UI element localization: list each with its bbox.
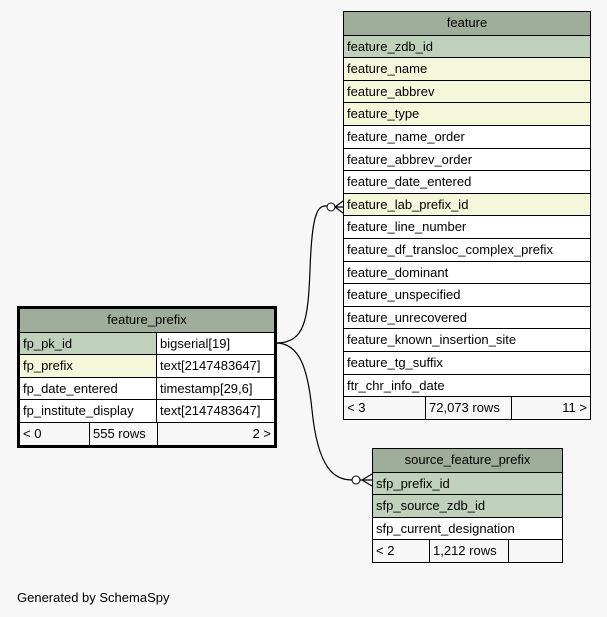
parents-link[interactable]: < 3 bbox=[344, 397, 425, 419]
column-name: feature_abbrev_order bbox=[344, 148, 590, 171]
children-link[interactable]: 2 > bbox=[157, 422, 274, 445]
column-name: feature_name bbox=[344, 58, 590, 80]
column-type: timestamp[29,6] bbox=[156, 377, 274, 400]
column-name: feature_abbrev bbox=[344, 80, 590, 103]
column-name: sfp_source_zdb_id bbox=[373, 495, 562, 517]
column-row[interactable]: feature_zdb_id bbox=[344, 34, 590, 58]
column-name: ftr_chr_info_date bbox=[344, 374, 590, 397]
column-row[interactable]: feature_tg_suffix bbox=[344, 350, 590, 374]
column-name: feature_zdb_id bbox=[344, 35, 590, 58]
column-name: feature_name_order bbox=[344, 125, 590, 148]
row-count: 72,073 rows bbox=[425, 397, 511, 419]
column-row[interactable]: feature_df_transloc_complex_prefix bbox=[344, 237, 590, 261]
column-row[interactable]: feature_known_insertion_site bbox=[344, 328, 590, 351]
column-row[interactable]: feature_dominant bbox=[344, 260, 590, 284]
column-name: feature_known_insertion_site bbox=[344, 329, 590, 351]
column-name: sfp_current_designation bbox=[373, 517, 562, 540]
generated-by-credit: Generated by SchemaSpy bbox=[17, 590, 170, 605]
column-name: sfp_prefix_id bbox=[373, 472, 562, 495]
column-name: fp_pk_id bbox=[20, 332, 156, 355]
table-title[interactable]: source_feature_prefix bbox=[373, 449, 562, 472]
column-name: fp_prefix bbox=[20, 355, 156, 377]
column-row[interactable]: feature_unrecovered bbox=[344, 305, 590, 329]
children-link[interactable]: 11 > bbox=[511, 397, 590, 419]
table-header: feature bbox=[344, 12, 590, 35]
edge-feature-prefix-to-feature bbox=[275, 205, 329, 344]
column-name: feature_tg_suffix bbox=[344, 351, 590, 374]
column-name: feature_date_entered bbox=[344, 171, 590, 193]
column-type: bigserial[19] bbox=[156, 332, 274, 355]
column-row[interactable]: feature_abbrev bbox=[344, 79, 590, 103]
column-row[interactable]: feature_type bbox=[344, 102, 590, 125]
column-name: feature_lab_prefix_id bbox=[344, 193, 590, 216]
column-name: feature_df_transloc_complex_prefix bbox=[344, 238, 590, 261]
crows-foot-icon bbox=[334, 200, 344, 214]
column-row[interactable]: feature_name bbox=[344, 57, 590, 80]
row-count: 555 rows bbox=[89, 422, 157, 445]
column-name: feature_line_number bbox=[344, 216, 590, 238]
parents-link[interactable]: < 0 bbox=[20, 422, 89, 445]
table-title[interactable]: feature bbox=[344, 12, 590, 35]
children-link[interactable] bbox=[508, 540, 562, 562]
column-name: fp_date_entered bbox=[20, 377, 156, 400]
table-header: feature_prefix bbox=[20, 309, 274, 332]
column-type: text[2147483647] bbox=[156, 355, 274, 377]
column-name: fp_institute_display bbox=[20, 400, 156, 422]
column-name: feature_type bbox=[344, 103, 590, 125]
table-title[interactable]: feature_prefix bbox=[20, 309, 274, 332]
column-row[interactable]: feature_lab_prefix_id bbox=[344, 192, 590, 216]
column-type: text[2147483647] bbox=[156, 400, 274, 422]
row-count: 1,212 rows bbox=[429, 540, 508, 562]
table-header: source_feature_prefix bbox=[373, 449, 562, 472]
zero-many-icon bbox=[351, 475, 361, 485]
column-row[interactable]: feature_line_number bbox=[344, 215, 590, 238]
column-row[interactable]: sfp_current_designation bbox=[373, 516, 562, 540]
column-name: feature_unrecovered bbox=[344, 306, 590, 329]
column-row[interactable]: sfp_source_zdb_id bbox=[373, 494, 562, 517]
column-row[interactable]: feature_date_entered bbox=[344, 170, 590, 193]
column-name: feature_unspecified bbox=[344, 284, 590, 306]
crows-foot-icon bbox=[360, 473, 373, 487]
zero-many-icon bbox=[326, 202, 336, 212]
column-row[interactable]: feature_abbrev_order bbox=[344, 147, 590, 171]
column-row[interactable]: feature_unspecified bbox=[344, 283, 590, 306]
column-row[interactable]: sfp_prefix_id bbox=[373, 471, 562, 495]
parents-link[interactable]: < 2 bbox=[373, 540, 429, 562]
edge-feature-prefix-to-source-feature-prefix bbox=[275, 342, 353, 481]
column-name: feature_dominant bbox=[344, 261, 590, 284]
column-row[interactable]: ftr_chr_info_date bbox=[344, 373, 590, 397]
column-row[interactable]: feature_name_order bbox=[344, 124, 590, 148]
